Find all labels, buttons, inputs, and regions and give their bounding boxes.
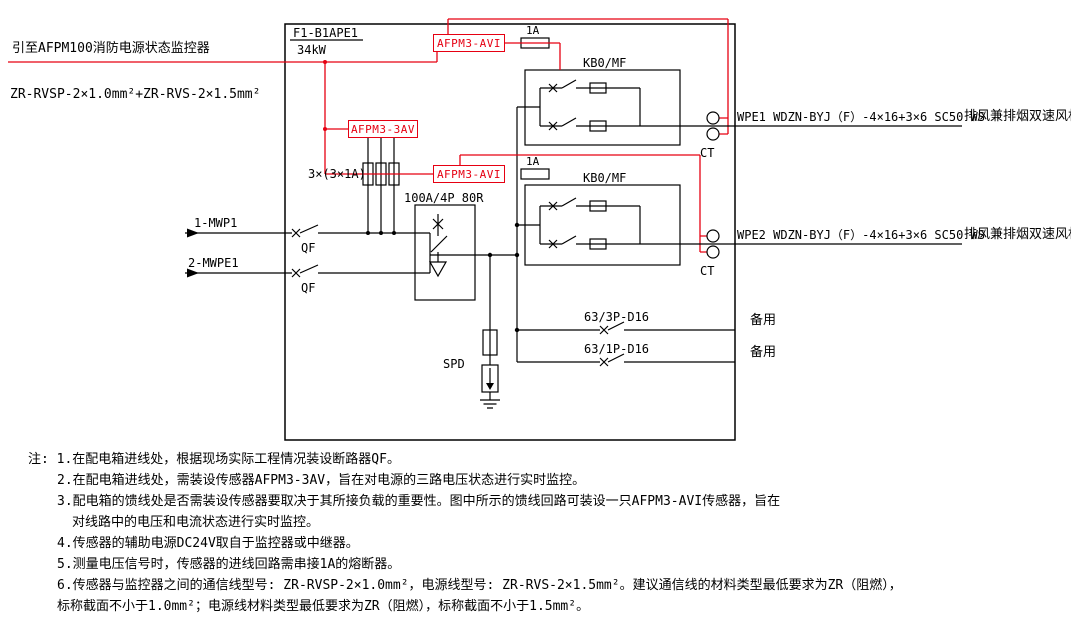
note-line: 标称截面不小于1.0mm²；电源线材料类型最低要求为ZR（阻燃），标称截面不小于… xyxy=(57,599,590,614)
feeder-1-label: 63/3P-D16 xyxy=(584,310,650,324)
starter-2-label: KB0/MF xyxy=(583,171,627,185)
note-line: 4.传感器的辅助电源DC24V取自于监控器或中继器。 xyxy=(57,536,359,551)
qf-1-label: QF xyxy=(301,241,316,255)
fuse-top-label: 1A xyxy=(526,24,540,37)
starter-2-symbol xyxy=(524,184,681,266)
output-line-1 xyxy=(680,111,962,141)
panel-power-label: 34kW xyxy=(297,43,326,57)
feeder-breaker-63-1p xyxy=(599,353,735,367)
sensor-afpm3-3av-label: AFPM3-3AV xyxy=(350,122,416,136)
incoming-feeder-2 xyxy=(185,264,415,278)
fuse-1a-bottom xyxy=(520,168,550,180)
fuse-group-symbol xyxy=(362,138,400,233)
note-line: 5.测量电压信号时，传感器的进线回路需串接1A的熔断器。 xyxy=(57,557,401,572)
output-2-load-label: 排风兼排烟双速风机 xyxy=(964,227,1071,242)
note-line: 2.在配电箱进线处，需装设传感器AFPM3-3AV，旨在对电源的三路电压状态进行… xyxy=(57,473,586,488)
output-line-2 xyxy=(680,229,962,259)
cable-spec-label: ZR-RVSP-2×1.0mm²+ZR-RVS-2×1.5mm² xyxy=(10,87,261,102)
starter-1-label: KB0/MF xyxy=(583,56,627,70)
feeder-breaker-63-3p xyxy=(599,321,735,335)
note-line: 注: 1.在配电箱进线处，根据现场实际工程情况装设断路器QF。 xyxy=(28,452,400,467)
starter-1-symbol xyxy=(524,69,681,146)
note-line: 3.配电箱的馈线处是否需装设传感器要取决于其所接负载的重要性。图中所示的馈线回路… xyxy=(57,494,781,509)
sensor-afpm3-avi-bottom-label: AFPM3-AVI xyxy=(436,167,502,181)
junction-dots xyxy=(366,222,520,333)
output-2-cable-label: WPE2 WDZN-BYJ（F）-4×16+3×6 SC50 WS xyxy=(737,228,985,242)
sensor-afpm3-avi-top-label: AFPM3-AVI xyxy=(436,36,502,50)
main-breaker-label: 100A/4P 80R xyxy=(404,191,484,205)
panel-enclosure xyxy=(284,23,736,441)
spd-label: SPD xyxy=(443,357,465,371)
panel-code-label: F1-B1APE1 xyxy=(293,26,359,40)
incoming-1-label: 1-MWP1 xyxy=(194,216,238,230)
note-line: 对线路中的电压和电流状态进行实时监控。 xyxy=(72,515,320,530)
monitor-lead-label: 引至AFPM100消防电源状态监控器 xyxy=(12,41,210,56)
ct-1-label: CT xyxy=(700,146,715,160)
sensor-afpm3-3av: AFPM3-3AV xyxy=(348,120,418,138)
spd-symbol xyxy=(480,255,500,409)
sensor-afpm3-avi-bottom: AFPM3-AVI xyxy=(433,165,505,183)
incoming-2-label: 2-MWPE1 xyxy=(188,256,239,270)
distribution-bus xyxy=(516,106,600,363)
spare-1-label: 备用 xyxy=(750,313,777,328)
qf-2-label: QF xyxy=(301,281,316,295)
fuse-bottom-label: 1A xyxy=(526,155,540,168)
incoming-feeder-1 xyxy=(185,224,415,238)
output-1-load-label: 排风兼排烟双速风机 xyxy=(964,109,1071,124)
ct-2-label: CT xyxy=(700,264,715,278)
spare-2-label: 备用 xyxy=(750,345,777,360)
sensor-wiring xyxy=(8,18,729,253)
fuse-group-label: 3×(3×1A) xyxy=(308,167,366,181)
feeder-2-label: 63/1P-D16 xyxy=(584,342,650,356)
main-breaker-symbol xyxy=(414,204,517,301)
sensor-afpm3-avi-top: AFPM3-AVI xyxy=(433,34,505,52)
output-1-cable-label: WPE1 WDZN-BYJ（F）-4×16+3×6 SC50 WS xyxy=(737,110,985,124)
note-line: 6.传感器与监控器之间的通信线型号: ZR-RVSP-2×1.0mm²，电源线型… xyxy=(57,578,902,593)
